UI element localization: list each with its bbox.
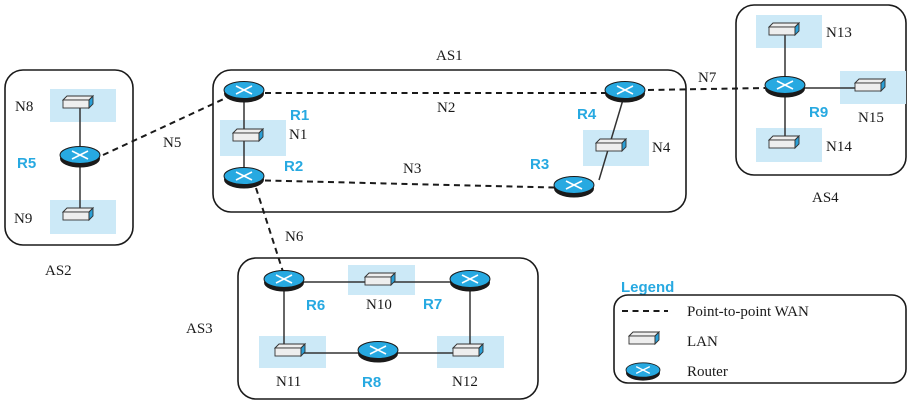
legend: Legend Point-to-point WAN LAN Router bbox=[613, 279, 907, 384]
legend-title: Legend bbox=[621, 279, 674, 296]
lan-n10-icon bbox=[364, 272, 396, 286]
router-r6-label: R6 bbox=[306, 297, 325, 314]
network-n8-label: N8 bbox=[15, 99, 33, 115]
lan-n8-icon bbox=[62, 95, 94, 109]
network-n3-label: N3 bbox=[403, 161, 421, 177]
wan-links bbox=[102, 87, 766, 279]
as2-label: AS2 bbox=[45, 263, 72, 279]
router-r9-icon bbox=[764, 75, 806, 99]
legend-wan-label: Point-to-point WAN bbox=[687, 304, 809, 320]
router-r2-icon bbox=[223, 166, 265, 190]
router-r1-icon bbox=[223, 80, 265, 104]
router-r3-icon bbox=[553, 175, 595, 199]
as1-label: AS1 bbox=[436, 48, 463, 64]
lan-n14-icon bbox=[768, 135, 800, 149]
lan-n15-icon bbox=[854, 78, 886, 92]
network-n15-label: N15 bbox=[858, 110, 884, 126]
lan-n12-icon bbox=[452, 343, 484, 357]
network-n4-label: N4 bbox=[652, 140, 671, 156]
network-n7-label: N7 bbox=[698, 70, 717, 86]
lan-n4-icon bbox=[595, 138, 627, 152]
lan-n9-icon bbox=[62, 207, 94, 221]
legend-lan-icon bbox=[628, 331, 660, 345]
router-r3-label: R3 bbox=[530, 156, 549, 173]
network-n1-label: N1 bbox=[289, 127, 307, 143]
router-r5-icon bbox=[59, 145, 101, 169]
network-n14-label: N14 bbox=[826, 139, 852, 155]
router-r9-label: R9 bbox=[809, 104, 828, 121]
router-r7-icon bbox=[449, 269, 491, 293]
router-r8-label: R8 bbox=[362, 374, 381, 391]
legend-router-label: Router bbox=[687, 364, 728, 380]
legend-router-icon bbox=[625, 362, 661, 382]
legend-lan-label: LAN bbox=[687, 334, 718, 350]
network-n10-label: N10 bbox=[366, 297, 392, 313]
network-n12-label: N12 bbox=[452, 374, 478, 390]
lan-n11-icon bbox=[274, 343, 306, 357]
network-n11-label: N11 bbox=[276, 374, 301, 390]
router-r4-label: R4 bbox=[577, 106, 597, 123]
network-n13-label: N13 bbox=[826, 25, 852, 41]
as4-label: AS4 bbox=[812, 190, 839, 206]
network-n6-label: N6 bbox=[285, 229, 304, 245]
router-r6-icon bbox=[263, 269, 305, 293]
router-r5-label: R5 bbox=[17, 155, 36, 172]
lan-n1-icon bbox=[232, 128, 264, 142]
router-r1-label: R1 bbox=[290, 107, 309, 124]
network-n2-label: N2 bbox=[437, 100, 455, 116]
network-n9-label: N9 bbox=[14, 211, 32, 227]
lan-n13-icon bbox=[768, 22, 800, 36]
router-r2-label: R2 bbox=[284, 158, 303, 175]
router-r8-icon bbox=[357, 340, 399, 364]
legend-box bbox=[613, 294, 907, 384]
network-n5-label: N5 bbox=[163, 135, 181, 151]
as3-label: AS3 bbox=[186, 321, 213, 337]
router-r4-icon bbox=[604, 80, 646, 104]
router-r7-label: R7 bbox=[423, 296, 442, 313]
